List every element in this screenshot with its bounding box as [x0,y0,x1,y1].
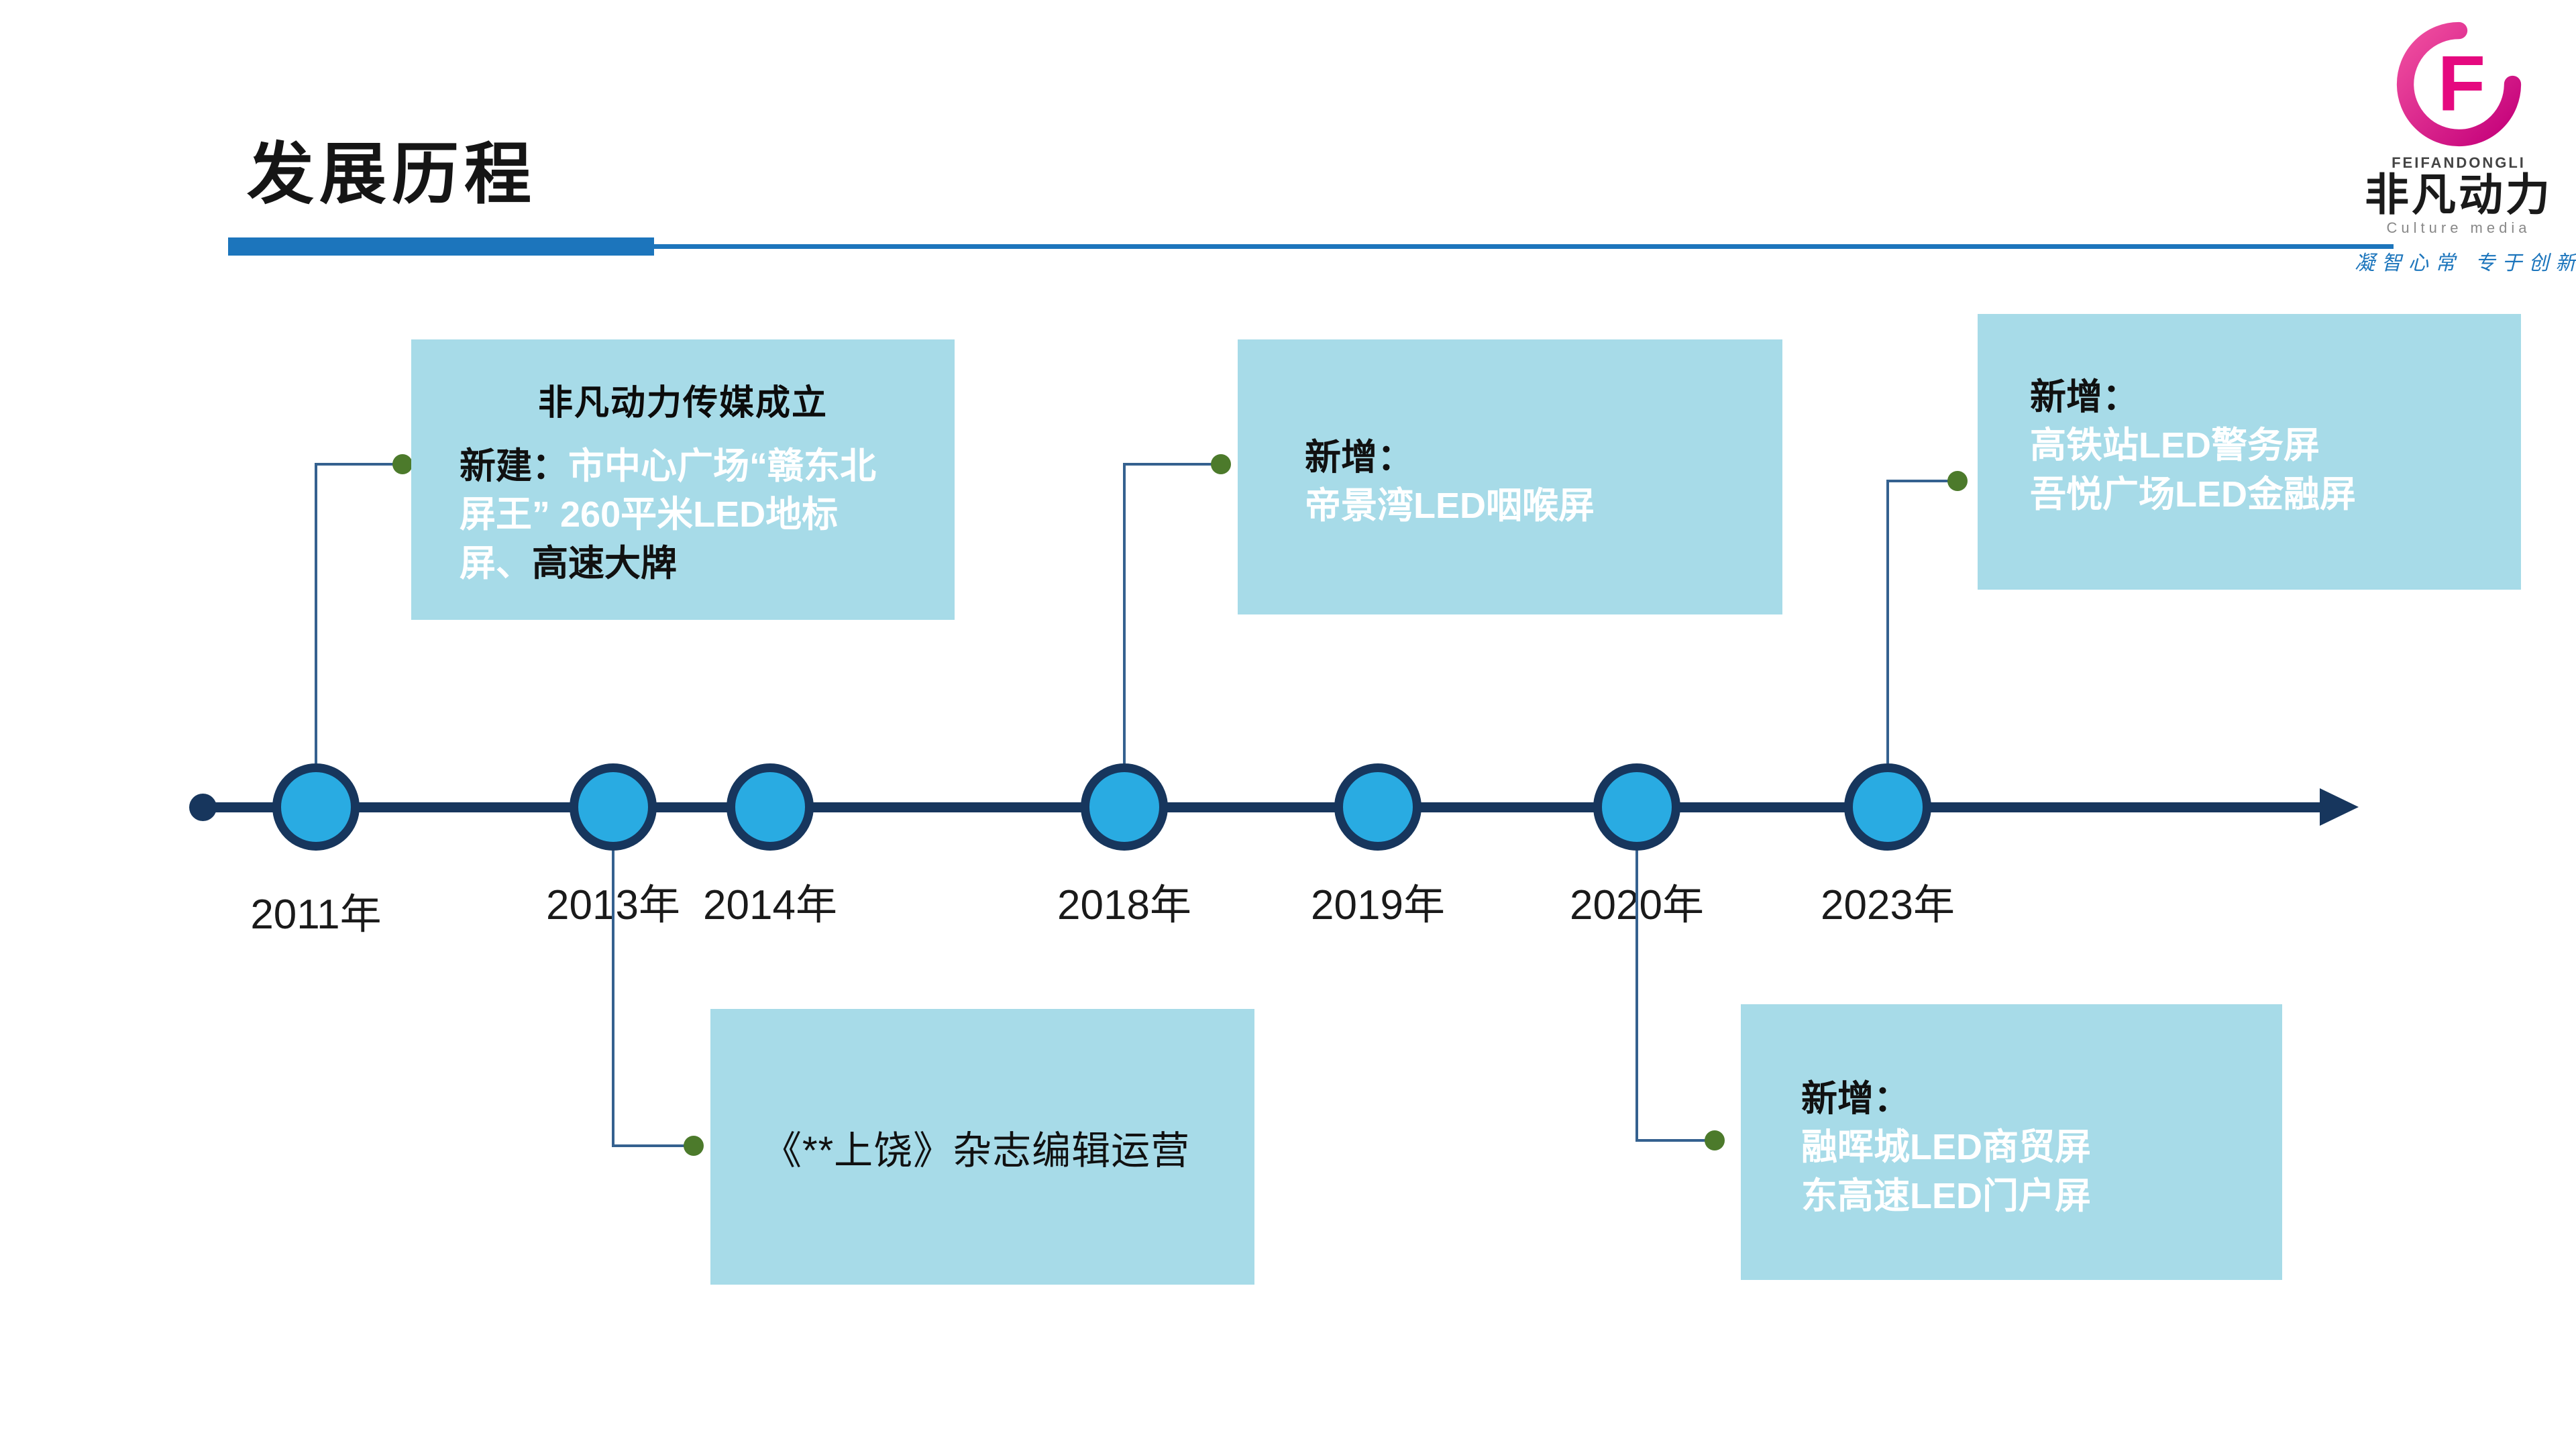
title-underline-thick [228,237,654,256]
timeline-arrowhead-icon [2320,788,2359,826]
connector-2011-horizontal [315,463,402,466]
callout-2020-line2: 东高速LED门户屏 [1801,1175,2091,1216]
callout-2023-line2: 吾悦广场LED金融屏 [2030,474,2356,515]
timeline-node-2013 [570,763,657,851]
callout-2023-label: 新增： [2030,377,2139,417]
timeline-node-2014 [727,763,814,851]
connector-2013-vertical [612,851,614,1146]
callout-2020-line1: 融晖城LED商贸屏 [1801,1127,2091,1168]
callout-2013-text: 《**上饶》杂志编辑运营 [763,1128,1191,1173]
year-label-2018: 2018年 [1057,882,1191,928]
connector-2023-dot [1947,471,1968,491]
year-label-2011: 2011年 [250,892,382,938]
connector-2011-dot [392,454,413,474]
timeline-node-2023 [1844,763,1931,851]
callout-2011-highlight: 市中心广场“赣东北屏王” 260平米LED地标屏、 [460,446,876,584]
brand-slogan: 凝智心常 专于创新 [2355,252,2576,276]
connector-2020-dot [1705,1130,1725,1150]
brand-tagline: Culture media [2386,219,2531,237]
timeline-node-2011 [272,763,360,851]
callout-2011: 非凡动力传媒成立 新建：市中心广场“赣东北屏王” 260平米LED地标屏、高速大… [411,339,955,620]
callout-2020-label: 新增： [1801,1079,1910,1119]
callout-2020: 新增： 融晖城LED商贸屏 东高速LED门户屏 [1741,1004,2282,1280]
year-label-2023: 2023年 [1821,882,1955,928]
connector-2013-dot [684,1136,704,1156]
callout-2011-body: 新建：市中心广场“赣东北屏王” 260平米LED地标屏、高速大牌 [460,442,906,588]
callout-2023-line1: 高铁站LED警务屏 [2030,425,2320,466]
connector-2023-horizontal [1886,480,1957,482]
connector-2020-vertical [1635,851,1638,1140]
callout-2018: 新增： 帝景湾LED咽喉屏 [1238,339,1782,614]
title-underline-thin [228,244,2394,249]
timeline-start-dot [189,794,217,821]
connector-2018-horizontal [1123,463,1221,466]
connector-2011-vertical [315,464,317,763]
timeline-node-2019 [1334,763,1421,851]
timeline-node-2018 [1081,763,1168,851]
brand-swirl-icon: F [2396,21,2521,147]
callout-2018-label: 新增： [1305,437,1413,478]
timeline-axis [201,802,2328,812]
callout-2011-suffix: 高速大牌 [532,543,677,584]
connector-2018-dot [1211,454,1231,474]
connector-2013-horizontal [612,1144,694,1147]
callout-2011-title: 非凡动力传媒成立 [537,384,828,423]
brand-name-en: FEIFANDONGLI [2392,154,2526,171]
year-label-2014: 2014年 [703,882,837,928]
callout-2023: 新增： 高铁站LED警务屏 吾悦广场LED金融屏 [1978,314,2521,590]
callout-2011-label: 新建： [460,446,568,486]
page-title: 发展历程 [247,137,537,212]
timeline-node-2020 [1593,763,1680,851]
connector-2020-horizontal [1635,1139,1715,1142]
callout-2013: 《**上饶》杂志编辑运营 [710,1009,1254,1285]
brand-name-cn: 非凡动力 [2365,170,2553,219]
year-label-2019: 2019年 [1311,882,1445,928]
brand-letter: F [2437,40,2485,127]
connector-2018-vertical [1123,464,1126,763]
callout-2018-line1: 帝景湾LED咽喉屏 [1305,486,1595,527]
connector-2023-vertical [1886,481,1889,763]
brand-logo: F FEIFANDONGLI 非凡动力 Culture media 凝智心常 专… [2355,19,2576,276]
